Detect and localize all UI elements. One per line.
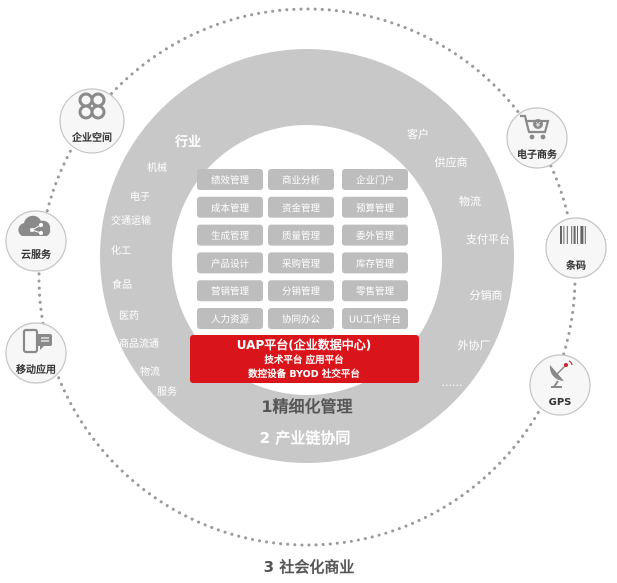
module-cell-label: 零售管理 bbox=[356, 286, 395, 298]
node-gps-circle bbox=[529, 354, 591, 416]
uap-platform-background bbox=[190, 335, 419, 383]
uap-platform-block: UAP平台(企业数据中心) 技术平台 应用平台 数控设备 BYOD 社交平台 bbox=[190, 335, 419, 383]
svg-text:¥: ¥ bbox=[536, 121, 541, 129]
node-ecommerce-label: 电子商务 bbox=[517, 148, 558, 161]
module-cell bbox=[268, 196, 334, 218]
satellite-dish-icon bbox=[549, 360, 573, 388]
module-cell-label: 分销管理 bbox=[282, 286, 321, 298]
ring-labels-right: 客户 供应商 物流 支付平台 分销商 外协厂 ...... bbox=[407, 127, 510, 389]
module-cell bbox=[342, 280, 408, 302]
uap-platform-line3: 数控设备 BYOD 社交平台 bbox=[247, 368, 360, 380]
ring-label-medicine: 医药 bbox=[119, 310, 139, 322]
ring-label-distributor: 分销商 bbox=[470, 288, 503, 302]
node-gps-label: GPS bbox=[549, 397, 572, 408]
node-barcode-label: 条码 bbox=[565, 259, 586, 272]
ring-label-transport: 交通运输 bbox=[111, 214, 151, 227]
module-cell-label: 绩效管理 bbox=[211, 175, 250, 187]
module-cell-label: 资金管理 bbox=[282, 202, 321, 214]
module-cell-label: 委外管理 bbox=[356, 230, 395, 242]
module-cell bbox=[197, 280, 263, 302]
node-cloud-service-label: 云服务 bbox=[21, 248, 52, 261]
uap-platform-title: UAP平台(企业数据中心) bbox=[237, 337, 371, 352]
node-ecommerce[interactable]: ¥ 电子商务 bbox=[506, 107, 568, 169]
cart-icon: ¥ bbox=[520, 114, 550, 140]
module-cell-label: 产品设计 bbox=[211, 258, 250, 270]
module-cell-label: 协同办公 bbox=[282, 314, 321, 326]
ring-label-payment: 支付平台 bbox=[466, 232, 510, 246]
node-barcode[interactable]: 条码 bbox=[545, 217, 607, 279]
module-cell-label: 营销管理 bbox=[211, 286, 250, 298]
ring-label-logistics-left: 物流 bbox=[140, 365, 160, 378]
inner-title: 1精细化管理 bbox=[261, 397, 352, 416]
module-cell bbox=[197, 308, 263, 329]
module-cell-label: 预算管理 bbox=[356, 202, 395, 214]
module-cell bbox=[268, 169, 334, 190]
module-cell bbox=[268, 280, 334, 302]
module-cell bbox=[342, 196, 408, 218]
node-mobile-app[interactable]: 移动应用 bbox=[5, 322, 67, 384]
ring-label-industry: 行业 bbox=[174, 134, 201, 150]
node-gps[interactable]: GPS bbox=[529, 354, 591, 416]
flower-icon bbox=[78, 92, 106, 120]
cloud-share-icon bbox=[18, 215, 51, 236]
module-cell-label: 成本管理 bbox=[211, 202, 250, 214]
module-cell-label: 生成管理 bbox=[211, 230, 250, 242]
module-cell-label: 质量管理 bbox=[282, 230, 321, 242]
node-ecommerce-circle bbox=[506, 107, 568, 169]
module-cell bbox=[197, 252, 263, 274]
module-cell bbox=[342, 169, 408, 190]
module-cell-label: 库存管理 bbox=[356, 258, 395, 270]
ring-label-electronics: 电子 bbox=[130, 190, 150, 203]
uap-platform-line2: 技术平台 应用平台 bbox=[264, 354, 344, 366]
ring-title: 2 产业链协同 bbox=[260, 429, 351, 447]
ring-labels-left: 行业 机械 电子 交通运输 化工 食品 医药 商品流通 物流 服务 bbox=[111, 134, 201, 398]
module-cell-label: 企业门户 bbox=[356, 175, 394, 187]
node-cloud-service[interactable]: 云服务 bbox=[5, 210, 67, 272]
ring-label-chemical: 化工 bbox=[111, 244, 131, 257]
module-cell-label: UU工作平台 bbox=[349, 314, 401, 326]
ring-label-logistics-right: 物流 bbox=[459, 194, 481, 208]
module-cell bbox=[197, 196, 263, 218]
module-cell bbox=[268, 308, 334, 329]
ring-label-customer: 客户 bbox=[407, 127, 429, 141]
module-cell bbox=[268, 252, 334, 274]
ring-label-outsourcer: 外协厂 bbox=[458, 338, 491, 352]
module-cell bbox=[342, 224, 408, 246]
module-cell bbox=[197, 224, 263, 246]
node-enterprise-space[interactable]: 企业空间 bbox=[59, 88, 125, 154]
ring-label-commodity: 商品流通 bbox=[119, 337, 159, 350]
node-enterprise-space-label: 企业空间 bbox=[71, 131, 112, 144]
phone-chat-icon bbox=[22, 328, 52, 354]
module-cell-label: 人力资源 bbox=[211, 314, 250, 326]
module-cell bbox=[342, 308, 408, 329]
ring-label-service: 服务 bbox=[157, 385, 177, 398]
module-cell bbox=[268, 224, 334, 246]
module-cell-label: 采购管理 bbox=[282, 258, 321, 270]
node-mobile-app-label: 移动应用 bbox=[16, 363, 56, 376]
ring-label-ellipsis: ...... bbox=[442, 376, 463, 389]
ring-label-machinery: 机械 bbox=[147, 161, 167, 174]
module-cell bbox=[197, 169, 263, 190]
ring-label-supplier: 供应商 bbox=[435, 155, 468, 169]
outer-title: 3 社会化商业 bbox=[264, 558, 355, 576]
module-cell bbox=[342, 252, 408, 274]
ring-label-food: 食品 bbox=[112, 278, 132, 291]
node-enterprise-space-circle bbox=[59, 88, 125, 154]
barcode-icon bbox=[560, 226, 586, 244]
module-cell-label: 商业分析 bbox=[282, 175, 321, 187]
